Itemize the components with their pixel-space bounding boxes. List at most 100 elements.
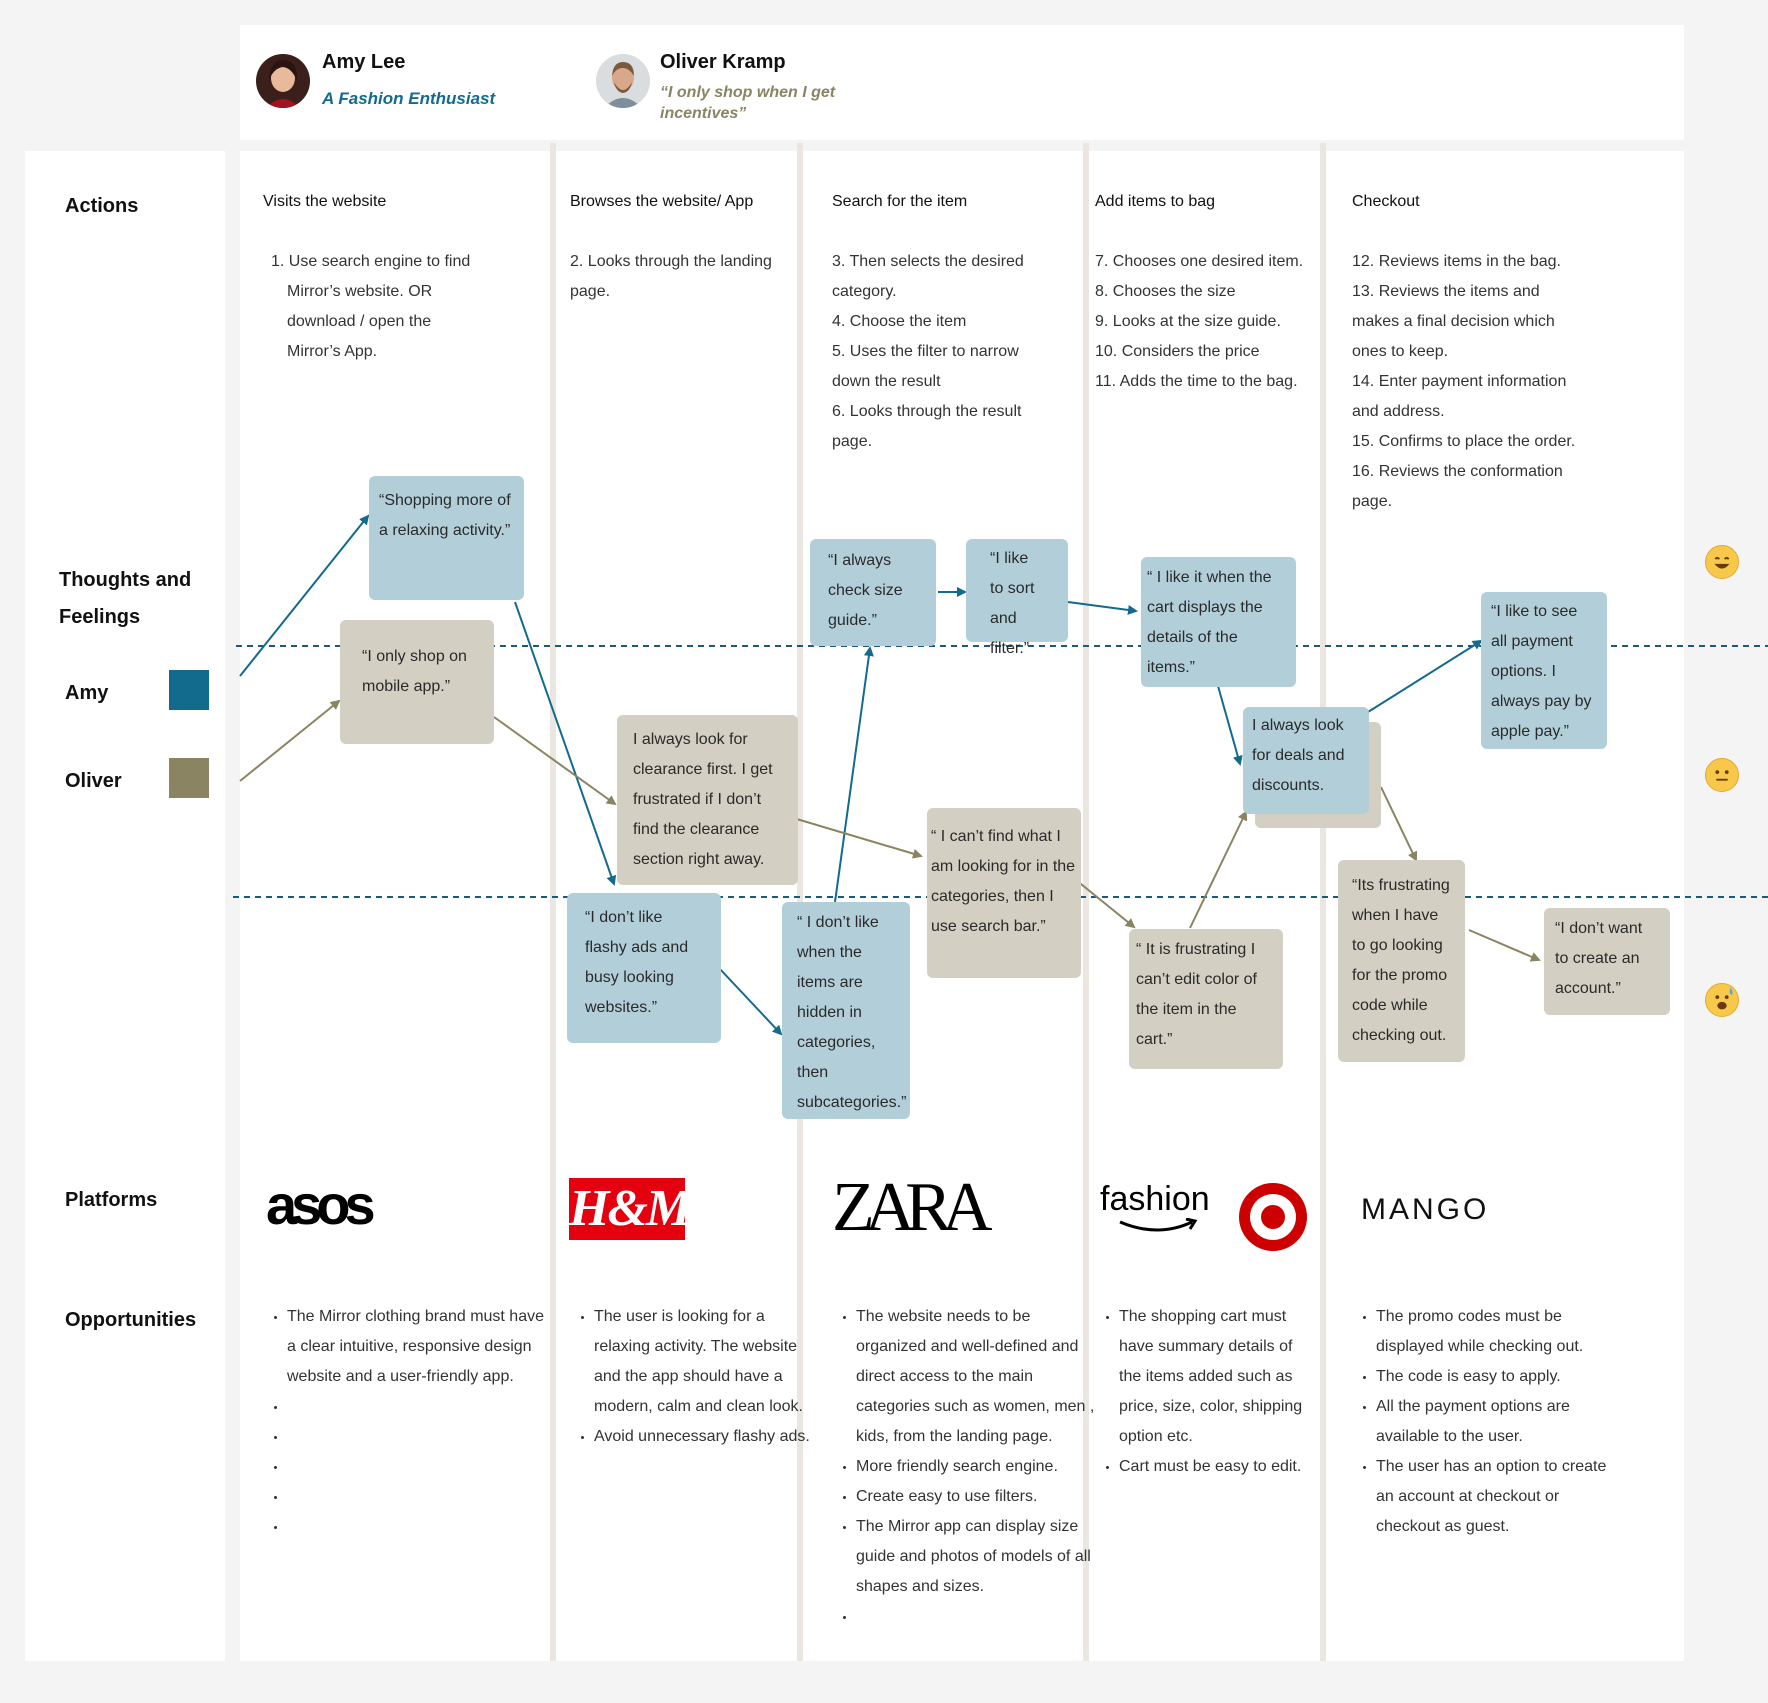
- thought-box-oliver: “I don’t want to create an account.”: [1544, 908, 1670, 1015]
- stage-title: Visits the website: [263, 193, 387, 210]
- opportunity-item: The Mirror app can display size guide an…: [856, 1512, 1101, 1602]
- action-step: download / open the: [287, 313, 432, 330]
- avatar-amy: [256, 54, 310, 108]
- opportunity-item: All the payment options are available to…: [1376, 1392, 1626, 1452]
- stage-title: Search for the item: [832, 193, 968, 210]
- stage-title: Add items to bag: [1095, 193, 1216, 210]
- action-steps: 3. Then selects the desired category. 4.…: [832, 247, 1077, 457]
- avatar-oliver: [596, 54, 650, 108]
- opportunity-item: ​: [287, 1422, 549, 1452]
- opportunity-item: Create easy to use filters.: [856, 1482, 1101, 1512]
- opportunity-item: ​: [856, 1602, 1101, 1632]
- action-step: 4. Choose the item: [832, 313, 967, 330]
- opportunity-list: The Mirror clothing brand must have a cl…: [267, 1302, 549, 1542]
- action-steps: 2. Looks through the landing page.: [570, 247, 795, 307]
- opportunity-item: The promo codes must be displayed while …: [1376, 1302, 1626, 1362]
- action-step: 10. Considers the price: [1095, 343, 1260, 360]
- opportunity-list: The website needs to be organized and we…: [836, 1302, 1101, 1632]
- action-step: 13. Reviews the items and: [1352, 283, 1540, 300]
- action-step: 9. Looks at the size guide.: [1095, 313, 1281, 330]
- opportunity-item: The Mirror clothing brand must have a cl…: [287, 1302, 549, 1392]
- action-step: 3. Then selects the desired: [832, 253, 1024, 270]
- action-steps: 12. Reviews items in the bag. 13. Review…: [1352, 247, 1612, 517]
- thought-box-amy: “I like to see all payment options. I al…: [1481, 592, 1607, 749]
- thought-box-amy: “ I don’t like when the items are hidden…: [782, 902, 910, 1119]
- action-step: 1. Use search engine to find: [271, 253, 471, 270]
- hm-logo: H&M: [569, 1178, 685, 1240]
- opportunity-item: ​: [287, 1452, 549, 1482]
- stage-divider: [550, 143, 556, 1661]
- action-step: category.: [832, 283, 897, 300]
- oliver-journey-arrow: [1468, 929, 1541, 962]
- legend-label-oliver: Oliver: [65, 770, 122, 792]
- action-step: ones to keep.: [1352, 343, 1449, 360]
- opportunity-item: The shopping cart must have summary deta…: [1119, 1302, 1309, 1452]
- thought-box-amy: “Shopping more of a relaxing activity.”: [369, 476, 524, 600]
- amy-journey-arrow: [239, 514, 370, 677]
- oliver-journey-arrow: [239, 699, 341, 782]
- opportunity-item: The user is looking for a relaxing activ…: [594, 1302, 819, 1422]
- action-step: 2. Looks through the landing: [570, 253, 772, 270]
- row-label-opportunities: Opportunities: [65, 1309, 197, 1331]
- zara-logo: ZARA: [832, 1169, 993, 1246]
- opportunity-list: The user is looking for a relaxing activ…: [574, 1302, 819, 1452]
- thought-box-oliver: “I only shop on mobile app.”: [340, 620, 494, 744]
- amy-journey-arrow: [834, 646, 874, 903]
- opportunity-item: ​: [287, 1392, 549, 1422]
- thought-box-amy: “I always check size guide.”: [810, 539, 936, 646]
- action-step: 11. Adds the time to the bag.: [1095, 373, 1298, 390]
- amy-journey-arrow: [1367, 639, 1483, 713]
- stage-title: Checkout: [1352, 193, 1420, 210]
- persona-header-panel: [240, 25, 1684, 140]
- action-steps: 7. Chooses one desired item. 8. Chooses …: [1095, 247, 1320, 397]
- neutral-face-icon: [1705, 758, 1739, 792]
- row-label-thoughts: Thoughts and Feelings: [59, 569, 192, 628]
- row-label-panel: [25, 151, 225, 1661]
- row-label-platforms: Platforms: [65, 1189, 158, 1211]
- legend-swatch-amy: [169, 670, 209, 710]
- thought-box-oliver: “ I can’t find what I am looking for in …: [927, 808, 1081, 978]
- action-step: 12. Reviews items in the bag.: [1352, 253, 1561, 270]
- action-step: page.: [570, 283, 611, 300]
- thought-box-oliver: I always look for clearance first. I get…: [617, 715, 798, 885]
- frustrated-face-icon: [1705, 983, 1739, 1017]
- stage-divider: [1083, 143, 1089, 1661]
- thought-box-amy: I always look for deals and discounts.: [1243, 707, 1369, 814]
- action-step: page.: [832, 433, 873, 450]
- row-label-actions: Actions: [65, 195, 139, 217]
- thought-box-amy: “I don’t like flashy ads and busy lookin…: [567, 893, 721, 1043]
- action-step: page.: [1352, 493, 1393, 510]
- opportunity-item: ​: [287, 1482, 549, 1512]
- action-step: makes a final decision which: [1352, 313, 1555, 330]
- persona-name-oliver: Oliver Kramp: [660, 51, 786, 73]
- action-step: Mirror’s website. OR: [287, 283, 433, 300]
- action-step: 7. Chooses one desired item.: [1095, 253, 1304, 270]
- oliver-journey-arrow: [1075, 879, 1136, 929]
- opportunity-list: The shopping cart must have summary deta…: [1099, 1302, 1309, 1482]
- opportunity-item: More friendly search engine.: [856, 1452, 1101, 1482]
- persona-subtitle-oliver: “I only shop when I get incentives”: [660, 84, 836, 122]
- thought-box-amy: “I like to sort and filter.”: [966, 539, 1068, 657]
- amy-journey-arrow: [514, 601, 617, 886]
- opportunity-list: The promo codes must be displayed while …: [1356, 1302, 1626, 1542]
- stage-divider: [1320, 143, 1326, 1661]
- amazon-fashion-logo: fashion: [1100, 1180, 1210, 1232]
- opportunity-item: Cart must be easy to edit.: [1119, 1452, 1309, 1482]
- thought-box-oliver: “Its frustrating when I have to go looki…: [1338, 860, 1465, 1062]
- target-logo-icon: [1238, 1182, 1308, 1257]
- action-step: down the result: [832, 373, 941, 390]
- action-steps: 1. Use search engine to find Mirror’s we…: [271, 247, 511, 367]
- oliver-journey-arrow: [1380, 786, 1418, 862]
- amy-journey-arrow: [718, 967, 783, 1036]
- thought-box-oliver: “ It is frustrating I can’t edit color o…: [1129, 929, 1283, 1069]
- amy-journey-arrow: [1217, 685, 1243, 766]
- oliver-journey-arrow: [789, 816, 923, 859]
- persona-subtitle-amy: A Fashion Enthusiast: [322, 89, 496, 108]
- action-step: 16. Reviews the conformation: [1352, 463, 1563, 480]
- action-step: Mirror’s App.: [287, 343, 378, 360]
- opportunity-item: The user has an option to create an acco…: [1376, 1452, 1626, 1542]
- action-step: 6. Looks through the result: [832, 403, 1022, 420]
- action-step: 5. Uses the filter to narrow: [832, 343, 1019, 360]
- amy-journey-arrow: [1067, 601, 1138, 615]
- legend-label-amy: Amy: [65, 682, 109, 704]
